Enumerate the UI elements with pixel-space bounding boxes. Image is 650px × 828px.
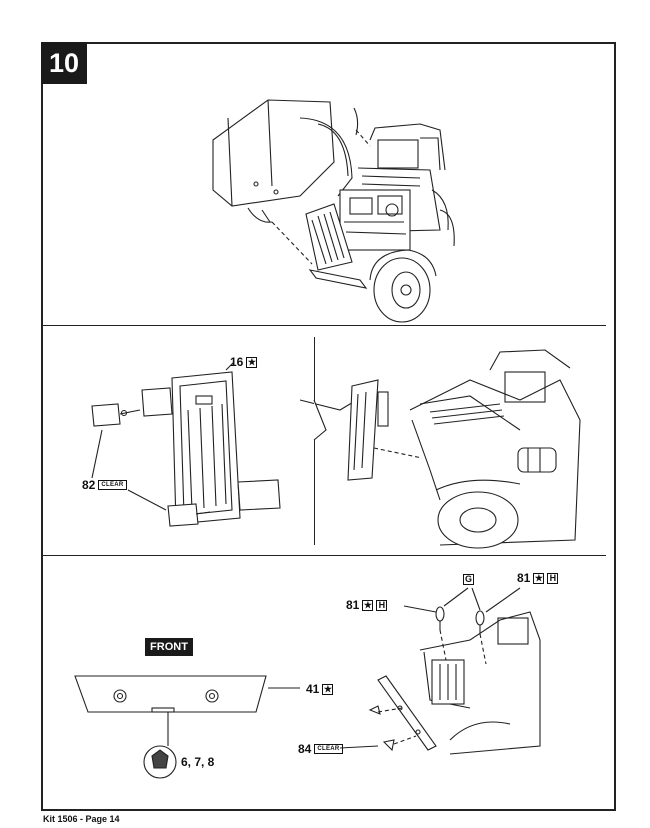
callout-mirror-left: 81 ★ H (346, 598, 388, 612)
callout-decals: 6, 7, 8 (181, 755, 214, 769)
radiator-drawing (305, 203, 368, 289)
bumper-part-drawing (74, 675, 267, 713)
star-marker-icon: ★ (362, 599, 374, 611)
clear-lens-part-number: 84 (298, 742, 312, 756)
grille-part-drawing (141, 371, 281, 525)
star-marker-icon: ★ (533, 572, 545, 584)
callout-mirror-right: 81 ★ H (517, 571, 559, 585)
panel-divider-top (43, 325, 606, 326)
panel-divider-bottom (43, 555, 606, 556)
clear-light-upper (91, 403, 141, 427)
h-tag-icon: H (376, 599, 388, 611)
decal-numbers: 6, 7, 8 (181, 755, 215, 769)
clear-lens-lower (382, 739, 395, 752)
front-label-badge: FRONT (145, 638, 193, 656)
front-wheel-drawing-a (369, 249, 437, 323)
decal-disc-drawing (143, 745, 177, 779)
callout-grille: 16 ★ (230, 355, 258, 369)
truck-cab-drawing-b (299, 349, 581, 546)
truck-cab-drawing-c (419, 611, 541, 755)
mirror-part-left (435, 606, 445, 630)
page-footer: Kit 1506 - Page 14 (43, 814, 120, 824)
callout-clear-lenses: 84 CLEAR (298, 742, 343, 756)
instruction-frame (41, 42, 616, 811)
air-tank-drawing (517, 447, 557, 473)
clear-tag: CLEAR (98, 480, 127, 490)
step-number-badge: 10 (41, 42, 87, 84)
clear-light-lower (167, 503, 211, 527)
g-tag-icon: G (463, 574, 474, 585)
mirror-part-right (475, 610, 485, 634)
star-marker-icon: ★ (246, 356, 258, 368)
mirror-left-part-number: 81 (346, 598, 360, 612)
star-marker-icon: ★ (322, 683, 334, 695)
callout-bumper: 41 ★ (306, 682, 334, 696)
clear-light-part-number: 82 (82, 478, 96, 492)
clear-lens-upper (368, 705, 381, 715)
h-tag-icon: H (547, 572, 559, 584)
bumper-part-number: 41 (306, 682, 320, 696)
mirror-right-part-number: 81 (517, 571, 531, 585)
grille-part-number: 16 (230, 355, 244, 369)
grille-installed-drawing (347, 379, 389, 481)
callout-g-tag: G (463, 574, 474, 585)
clear-tag: CLEAR (314, 744, 343, 754)
bumper-installed-drawing (377, 675, 437, 751)
engine-drawing (339, 189, 411, 251)
panel-divider-vertical (314, 337, 315, 545)
front-wheel-drawing-b (435, 479, 521, 549)
callout-clear-lights: 82 CLEAR (82, 478, 127, 492)
hood-assembly-drawing (212, 99, 359, 223)
